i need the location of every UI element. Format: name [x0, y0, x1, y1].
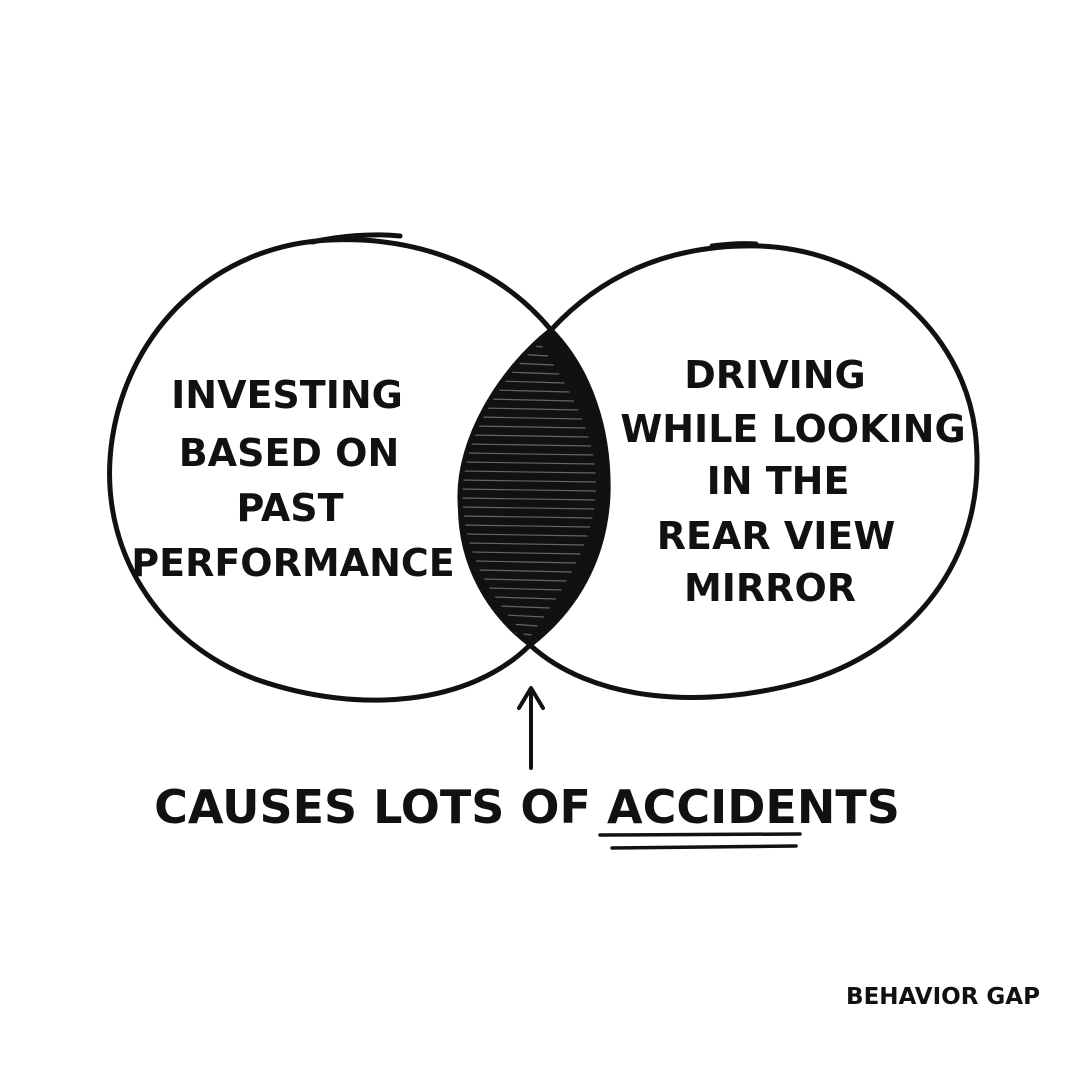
scribble-stroke — [463, 524, 591, 528]
up-arrow-icon — [517, 686, 545, 770]
signature-text: BEHAVIOR GAP — [846, 984, 1040, 1010]
left-circle-label: INVESTING BASED ON PAST PERFORMANCE — [131, 373, 454, 585]
caption-lead: CAUSES LOTS OF — [154, 780, 607, 834]
scribble-stroke — [479, 569, 572, 573]
caption-text: CAUSES LOTS OF ACCIDENTS — [154, 780, 900, 834]
right-label-line: WHILE LOOKING — [620, 407, 965, 451]
scribble-stroke — [460, 479, 597, 483]
scribble-stroke — [475, 560, 577, 564]
caption-emphasis: ACCIDENTS — [607, 780, 900, 834]
caption: CAUSES LOTS OF ACCIDENTS — [154, 780, 900, 850]
left-label-line: PAST — [236, 486, 343, 530]
scribble-stroke — [488, 587, 562, 591]
right-circle-label: DRIVING WHILE LOOKING IN THE REAR VIEW M… — [620, 353, 965, 610]
right-label-line: DRIVING — [684, 353, 865, 397]
overlap-scribble — [459, 344, 597, 636]
scribble-stroke — [459, 488, 596, 492]
right-label-line: MIRROR — [684, 566, 856, 610]
right-label-line: IN THE — [707, 459, 850, 503]
scribble-stroke — [461, 515, 593, 519]
scribble-stroke — [478, 416, 583, 420]
right-label-line: REAR VIEW — [657, 514, 896, 558]
scribble-stroke — [492, 389, 570, 393]
scribble-stroke — [493, 596, 556, 600]
caption-underline — [598, 832, 802, 837]
scribble-stroke — [465, 533, 588, 537]
left-circle-overstroke — [309, 232, 403, 245]
scribble-stroke — [467, 443, 592, 447]
scribble-stroke — [465, 452, 594, 456]
scribble-stroke — [470, 434, 589, 438]
left-label-line: INVESTING — [171, 373, 403, 417]
scribble-stroke — [462, 461, 595, 465]
caption-underline — [610, 844, 798, 850]
scribble-stroke — [461, 470, 596, 474]
scribble-stroke — [471, 551, 581, 555]
scribble-stroke — [483, 578, 567, 582]
scribble-stroke — [474, 425, 586, 429]
scribble-stroke — [503, 614, 545, 618]
right-circle — [527, 243, 980, 700]
scribble-stroke — [498, 380, 565, 384]
scribble-stroke — [503, 371, 560, 375]
scribble-stroke — [482, 407, 579, 411]
scribble-stroke — [460, 506, 595, 510]
scribble-stroke — [487, 398, 575, 402]
scribble-stroke — [498, 605, 551, 609]
scribble-stroke — [468, 542, 585, 546]
left-label-line: BASED ON — [179, 431, 400, 475]
left-label-line: PERFORMANCE — [131, 541, 454, 585]
scribble-stroke — [460, 497, 596, 501]
right-circle-overstroke — [709, 241, 759, 249]
